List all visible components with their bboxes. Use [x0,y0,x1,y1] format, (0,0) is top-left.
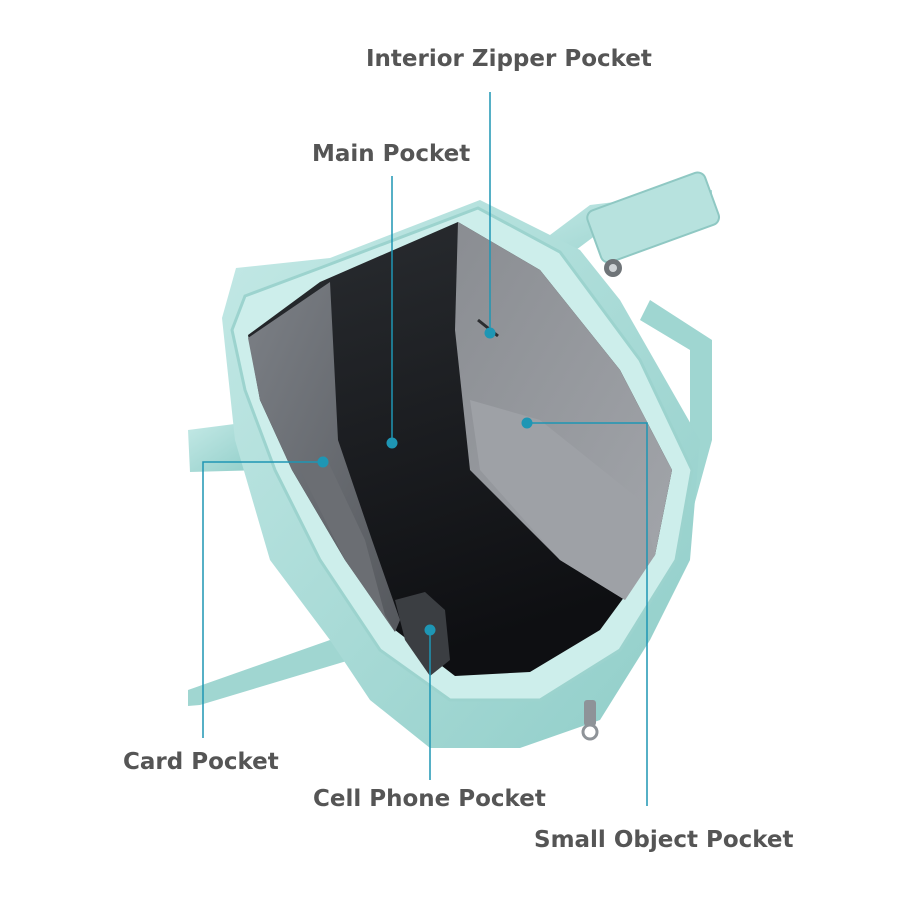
callout-dots [317,327,533,636]
callout-dot-card [317,456,329,468]
label-small-object-pocket: Small Object Pocket [534,827,794,853]
backpack-photo [188,171,721,748]
label-cell-phone-pocket: Cell Phone Pocket [313,786,546,812]
callout-line-card [202,461,323,738]
label-card-pocket: Card Pocket [123,749,279,775]
label-interior-zipper-pocket: Interior Zipper Pocket [366,46,652,72]
callout-lines [202,92,648,806]
zipper-pull-icon [584,700,596,726]
callout-dot-small-object [521,417,533,429]
callout-dot-interior-zipper [484,327,496,339]
label-main-pocket: Main Pocket [312,141,471,167]
callout-line-small-object [527,422,648,806]
shoulder-strap-lower [188,640,350,706]
callout-dot-cell-phone [424,624,436,636]
callout-dot-main [386,437,398,449]
